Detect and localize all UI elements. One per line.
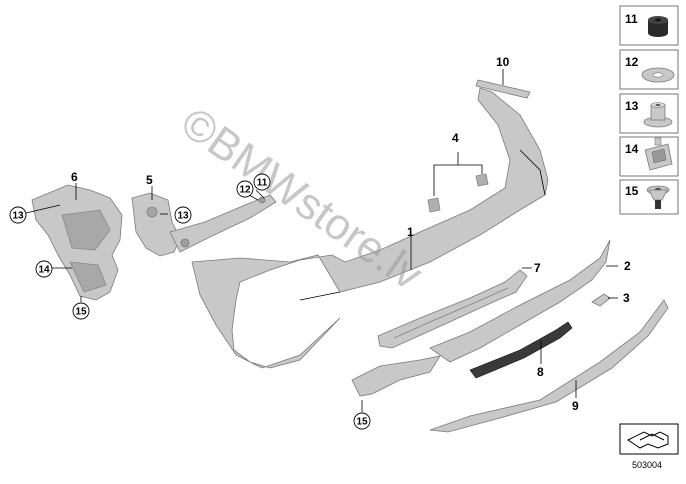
legend-item-14[interactable]: 14 <box>619 136 679 177</box>
svg-text:15: 15 <box>625 184 639 198</box>
svg-text:11: 11 <box>625 12 638 26</box>
circled-callout-13-left[interactable]: 13 <box>9 206 27 224</box>
svg-text:12: 12 <box>625 55 639 69</box>
callout-7[interactable]: 7 <box>534 261 541 275</box>
part-4-holders[interactable] <box>427 152 489 213</box>
svg-text:15: 15 <box>356 417 368 428</box>
legend-item-13[interactable]: 13 <box>619 93 679 134</box>
circled-callout-12[interactable]: 12 <box>236 180 254 198</box>
circled-callout-14[interactable]: 14 <box>35 260 53 278</box>
circled-callout-13-mid[interactable]: 13 <box>174 206 192 224</box>
circled-callout-15-left[interactable]: 15 <box>72 302 90 320</box>
expanding-clip-icon <box>644 137 673 171</box>
svg-text:13: 13 <box>625 99 639 113</box>
part-6-side-bracket[interactable] <box>25 183 123 302</box>
svg-text:15: 15 <box>75 307 87 318</box>
diagram-number: 503004 <box>632 460 662 470</box>
part-9-lower-strip[interactable] <box>429 299 669 433</box>
callout-9[interactable]: 9 <box>572 399 579 413</box>
part-1-bumper-trim-panel[interactable] <box>191 87 549 369</box>
part-7-inner-grille[interactable] <box>377 267 532 349</box>
part-2-diffuser-trim[interactable] <box>429 239 618 363</box>
callout-5[interactable]: 5 <box>146 173 153 187</box>
legend-item-11[interactable]: 11 <box>619 5 679 46</box>
upper-mounting-rail[interactable] <box>169 189 277 253</box>
callout-3[interactable]: 3 <box>623 291 630 305</box>
plastic-nut-icon <box>643 102 673 128</box>
svg-text:14: 14 <box>38 265 50 276</box>
callout-1[interactable]: 1 <box>407 225 414 239</box>
part-8-black-insert[interactable] <box>469 321 573 379</box>
callout-10[interactable]: 10 <box>496 55 510 69</box>
rubber-bump-stop-icon <box>648 16 668 37</box>
callout-2[interactable]: 2 <box>624 259 631 273</box>
callout-4[interactable]: 4 <box>452 131 459 145</box>
svg-text:14: 14 <box>625 142 639 156</box>
legend-item-12[interactable]: 12 <box>619 49 679 90</box>
lower-left-trim[interactable] <box>351 355 441 412</box>
legend-item-15[interactable]: 15 <box>619 179 679 215</box>
flat-washer-icon <box>641 67 675 83</box>
part-5-guide-bracket[interactable] <box>131 186 181 257</box>
svg-text:13: 13 <box>177 211 189 222</box>
circled-callout-15-bottom[interactable]: 15 <box>353 412 371 430</box>
orientation-arrow-icon <box>619 423 679 455</box>
legend-panel: 11 12 13 <box>619 5 679 215</box>
part-10-top-strip[interactable] <box>475 69 531 99</box>
part-3-small-trim[interactable] <box>591 293 618 307</box>
circled-callout-11[interactable]: 11 <box>253 173 271 191</box>
svg-text:11: 11 <box>257 178 268 189</box>
svg-text:13: 13 <box>12 211 24 222</box>
callout-8[interactable]: 8 <box>537 365 544 379</box>
svg-text:12: 12 <box>239 185 251 196</box>
screw-grommet-icon <box>646 185 670 209</box>
callout-6[interactable]: 6 <box>71 170 78 184</box>
